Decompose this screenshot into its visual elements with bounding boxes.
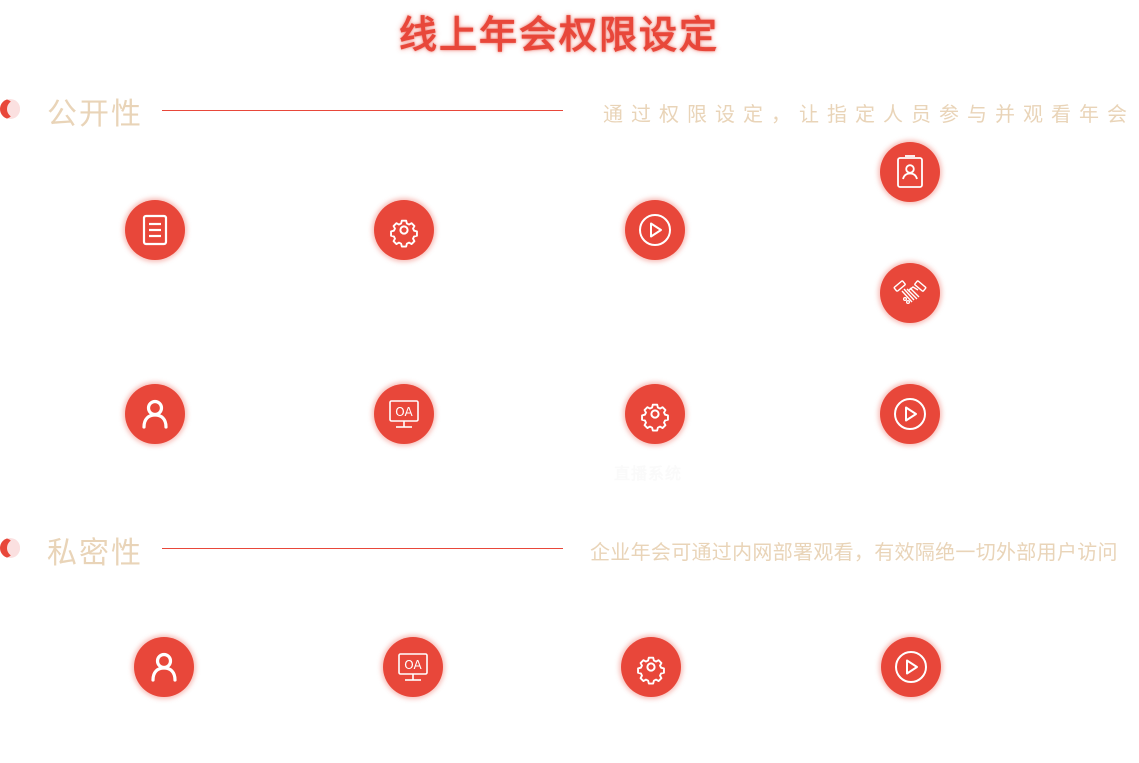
gear-icon[interactable] bbox=[374, 200, 434, 260]
gear-icon[interactable] bbox=[621, 637, 681, 697]
section-divider bbox=[162, 548, 563, 549]
section-description: 企业年会可通过内网部署观看，有效隔绝一切外部用户访问 bbox=[590, 540, 1118, 564]
user-icon[interactable] bbox=[134, 637, 194, 697]
page-title: 线上年会权限设定 bbox=[398, 13, 719, 57]
play-icon[interactable] bbox=[880, 384, 940, 444]
section-title: 私密性 bbox=[47, 536, 143, 571]
section-bullet-icon bbox=[0, 538, 20, 558]
oa-monitor-icon[interactable] bbox=[383, 637, 443, 697]
oa-monitor-icon[interactable] bbox=[374, 384, 434, 444]
user-icon[interactable] bbox=[125, 384, 185, 444]
document-list-icon[interactable] bbox=[125, 200, 185, 260]
section-title: 公开性 bbox=[47, 97, 143, 132]
icon-label: 直播系统 bbox=[614, 464, 683, 483]
handshake-icon[interactable] bbox=[880, 263, 940, 323]
play-icon[interactable] bbox=[881, 637, 941, 697]
section-bullet-icon bbox=[0, 99, 20, 119]
play-icon[interactable] bbox=[625, 200, 685, 260]
section-description: 通过权限设定，让指定人员参与并观看年会 bbox=[603, 102, 1135, 126]
gear-icon[interactable] bbox=[625, 384, 685, 444]
id-badge-icon[interactable] bbox=[880, 142, 940, 202]
section-divider bbox=[162, 110, 563, 111]
